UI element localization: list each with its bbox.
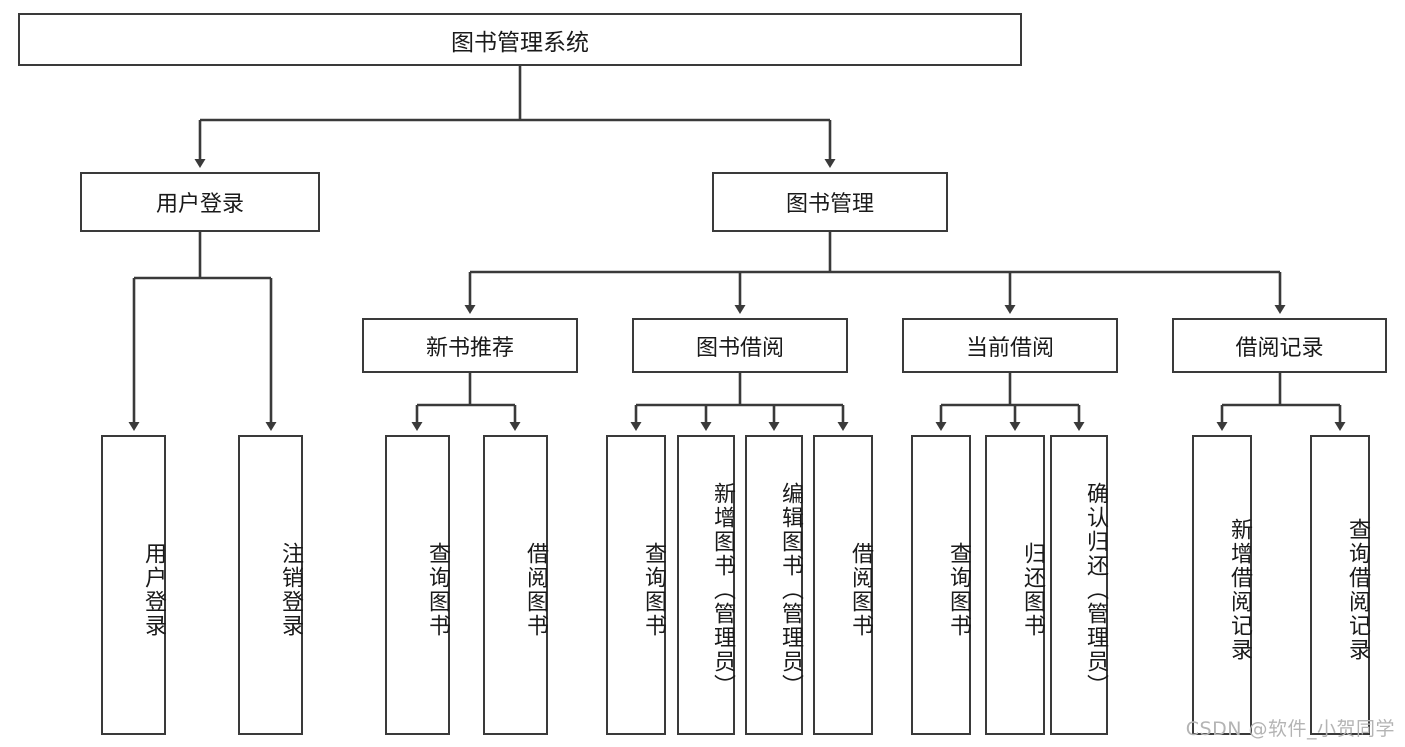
node-book-management[interactable]: 图书管理: [712, 172, 948, 232]
leaf-user-logout-label: 注销登录: [278, 542, 303, 638]
node-book-borrow-label: 图书借阅: [695, 335, 784, 361]
node-borrow-records-label: 借阅记录: [1235, 335, 1324, 361]
watermark-text: CSDN @软件_小贺同学: [1185, 718, 1395, 740]
node-root[interactable]: 图书管理系统: [18, 13, 1022, 66]
leaf-query-book-recommend[interactable]: 查询图书: [385, 435, 450, 735]
node-user-login[interactable]: 用户登录: [80, 172, 320, 232]
node-root-label: 图书管理系统: [451, 29, 589, 56]
node-user-login-label: 用户登录: [155, 192, 244, 217]
leaf-user-logout[interactable]: 注销登录: [238, 435, 303, 735]
leaf-add-book-admin[interactable]: 新增图书（管理员）: [677, 435, 735, 735]
node-book-borrow[interactable]: 图书借阅: [632, 318, 848, 373]
leaf-add-borrow-record-label: 新增借阅记录: [1227, 518, 1252, 662]
leaf-return-book-label: 归还图书: [1020, 542, 1045, 638]
node-borrow-records[interactable]: 借阅记录: [1172, 318, 1387, 373]
leaf-query-borrow-record[interactable]: 查询借阅记录: [1310, 435, 1370, 735]
leaf-borrow-book-label: 借阅图书: [848, 542, 873, 638]
leaf-edit-book-admin-label: 编辑图书（管理员）: [778, 482, 803, 698]
leaf-user-login[interactable]: 用户登录: [101, 435, 166, 735]
leaf-add-book-admin-label: 新增图书（管理员）: [710, 482, 735, 698]
leaf-borrow-book-recommend-label: 借阅图书: [523, 542, 548, 638]
node-book-management-label: 图书管理: [785, 192, 874, 217]
leaf-edit-book-admin[interactable]: 编辑图书（管理员）: [745, 435, 803, 735]
leaf-borrow-book[interactable]: 借阅图书: [813, 435, 873, 735]
leaf-query-book-current[interactable]: 查询图书: [911, 435, 971, 735]
leaf-confirm-return-admin[interactable]: 确认归还（管理员）: [1050, 435, 1108, 735]
node-new-book-recommend-label: 新书推荐: [425, 335, 514, 361]
leaf-add-borrow-record[interactable]: 新增借阅记录: [1192, 435, 1252, 735]
node-current-borrow-label: 当前借阅: [965, 335, 1054, 361]
leaf-user-login-label: 用户登录: [141, 542, 166, 638]
node-current-borrow[interactable]: 当前借阅: [902, 318, 1118, 373]
leaf-confirm-return-admin-label: 确认归还（管理员）: [1083, 482, 1108, 698]
leaf-query-book-current-label: 查询图书: [946, 542, 971, 638]
leaf-return-book[interactable]: 归还图书: [985, 435, 1045, 735]
leaf-query-book-borrow-label: 查询图书: [641, 542, 666, 638]
leaf-query-book-borrow[interactable]: 查询图书: [606, 435, 666, 735]
node-new-book-recommend[interactable]: 新书推荐: [362, 318, 578, 373]
leaf-query-borrow-record-label: 查询借阅记录: [1345, 518, 1370, 662]
leaf-borrow-book-recommend[interactable]: 借阅图书: [483, 435, 548, 735]
leaf-query-book-recommend-label: 查询图书: [425, 542, 450, 638]
